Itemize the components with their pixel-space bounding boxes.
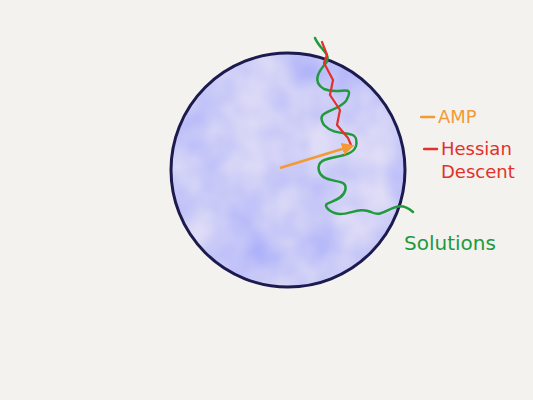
legend-entry: AMP	[420, 105, 510, 128]
legend-line-sample	[420, 105, 436, 129]
solutions-label: Solutions	[404, 230, 496, 256]
hessian-descent-path	[322, 42, 351, 145]
legend-label: AMP	[438, 105, 510, 128]
sphere-fill	[171, 53, 405, 287]
legend-entry: Hessian Descent	[423, 137, 523, 184]
solutions-curve	[315, 38, 413, 214]
legend-line	[424, 148, 437, 151]
sphere-texture	[171, 53, 405, 287]
legend-line	[421, 116, 434, 119]
amp-arrow	[280, 146, 352, 168]
legend-line-sample	[423, 137, 439, 161]
legend-label: Hessian Descent	[441, 137, 513, 184]
sphere-outline	[171, 53, 405, 287]
